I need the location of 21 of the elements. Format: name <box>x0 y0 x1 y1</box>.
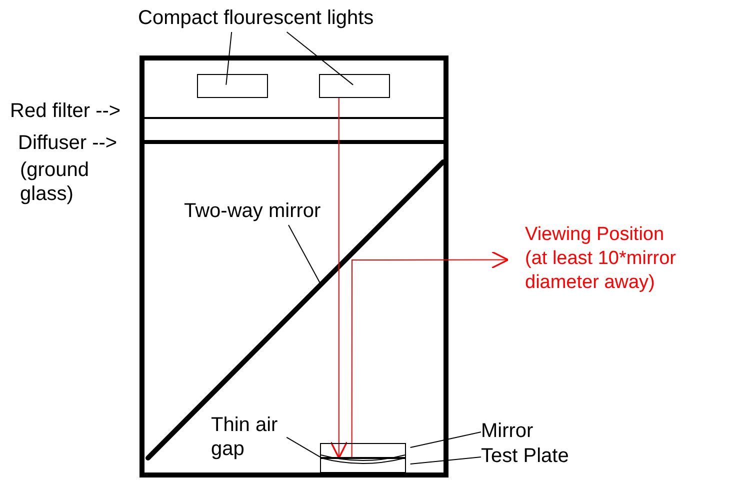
part-label: Diffuser --> <box>18 131 118 155</box>
leader-line <box>288 224 320 284</box>
lamp-box <box>319 74 390 98</box>
leader-line <box>410 432 482 448</box>
light-ray-arrow <box>330 98 348 459</box>
test-plate <box>320 458 406 473</box>
lamp-box <box>197 74 268 98</box>
callout-label: Thin air gap <box>211 413 295 461</box>
leader-line <box>286 32 354 86</box>
viewing-position-note: Viewing Position (at least 10*mirror diameter away) <box>525 223 685 295</box>
light-ray-arrow <box>351 251 509 458</box>
part-label: Red filter --> <box>10 99 122 123</box>
callout-label: Two-way mirror <box>184 199 374 223</box>
leader-line <box>410 456 482 464</box>
callout-label: Compact flourescent lights <box>138 6 378 30</box>
leader-line <box>286 436 320 458</box>
part-label: (ground glass) <box>20 158 90 206</box>
mirror-blank <box>320 443 406 458</box>
callout-label: Mirror <box>481 419 551 443</box>
callout-label: Test Plate <box>481 444 591 468</box>
leader-line <box>226 32 232 86</box>
